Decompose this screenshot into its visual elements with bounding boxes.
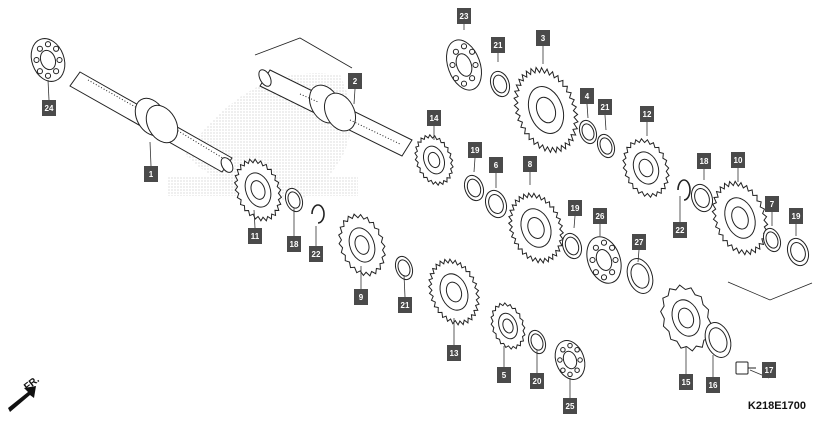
part-label-p3: 3	[536, 30, 550, 46]
bracket-line-top	[254, 37, 353, 69]
circlip-22a	[311, 204, 325, 224]
part-label-p13: 13	[447, 345, 461, 361]
bearing-25	[554, 340, 586, 380]
leader-line-p4	[586, 103, 589, 119]
leader-line-p11	[253, 209, 256, 229]
gear-12	[622, 137, 670, 199]
bracket-line-bottom	[727, 281, 813, 301]
part-label-p21a: 21	[398, 297, 412, 313]
part-label-p21c: 21	[598, 99, 612, 115]
bushing-4	[578, 119, 598, 145]
washer-19c	[786, 237, 810, 267]
leader-line-p19a	[473, 157, 476, 173]
gear-3	[513, 66, 579, 154]
gear-11	[233, 158, 283, 222]
sprocket-15	[660, 284, 712, 352]
gear-13	[427, 258, 481, 326]
drawing-code: K218E1700	[747, 400, 806, 412]
bushing-7	[762, 227, 782, 253]
bearing-24	[30, 38, 66, 82]
washer-19a	[463, 174, 485, 202]
plate-16	[704, 322, 732, 358]
part-label-p8: 8	[523, 156, 537, 172]
part-label-p19b: 19	[568, 200, 582, 216]
main-shaft	[69, 71, 234, 173]
bearing-27	[626, 258, 654, 294]
part-label-p23: 23	[457, 8, 471, 24]
part-label-p22b: 22	[673, 222, 687, 238]
part-label-p25: 25	[563, 398, 577, 414]
front-direction-arrow-icon	[8, 386, 36, 412]
washer-19b	[561, 232, 583, 260]
part-label-p5: 5	[497, 367, 511, 383]
parts-layer	[30, 38, 810, 380]
washer-21b	[489, 70, 511, 98]
leader-line-p21a	[403, 274, 406, 298]
leader-lines	[47, 24, 797, 398]
leader-line-p2	[353, 88, 356, 105]
part-label-p19c: 19	[789, 208, 803, 224]
gear-10	[711, 180, 769, 256]
bearing-23	[446, 39, 482, 91]
part-label-p19a: 19	[468, 142, 482, 158]
part-label-p17: 17	[762, 362, 776, 378]
part-label-p11: 11	[248, 228, 262, 244]
gear-8	[507, 191, 565, 265]
washer-21c	[596, 133, 616, 159]
washer-18b	[690, 183, 714, 213]
part-label-p20: 20	[530, 373, 544, 389]
leader-line-p1	[149, 141, 152, 167]
part-label-p18b: 18	[697, 153, 711, 169]
washer-21a	[394, 255, 414, 281]
part-label-p4: 4	[580, 88, 594, 104]
part-label-p6: 6	[489, 157, 503, 173]
countershaft	[258, 69, 413, 157]
gear-9	[338, 213, 386, 277]
part-label-p10: 10	[731, 152, 745, 168]
part-label-p18a: 18	[287, 236, 301, 252]
part-label-p14: 14	[427, 110, 441, 126]
part-label-p22a: 22	[309, 246, 323, 262]
part-label-p21b: 21	[491, 37, 505, 53]
part-label-p27: 27	[632, 234, 646, 250]
washer-18a	[284, 187, 304, 213]
leader-line-p21c	[604, 114, 607, 131]
leader-line-p19b	[573, 215, 576, 229]
part-label-p15: 15	[679, 374, 693, 390]
leader-line-p27	[637, 249, 640, 263]
part-label-p1: 1	[144, 166, 158, 182]
part-label-p12: 12	[640, 106, 654, 122]
part-label-p24: 24	[42, 100, 56, 116]
part-label-p16: 16	[706, 377, 720, 393]
gear-14	[414, 133, 454, 187]
bushing-6	[484, 189, 508, 219]
part-label-p7: 7	[765, 196, 779, 212]
bearing-26	[586, 236, 622, 284]
part-label-p9: 9	[354, 289, 368, 305]
part-label-p2: 2	[348, 73, 362, 89]
leader-line-p24	[47, 79, 50, 101]
bolt-17	[735, 361, 756, 375]
part-label-p26: 26	[593, 208, 607, 224]
circlip-22b	[677, 179, 691, 201]
washer-20	[527, 329, 547, 355]
gear-5	[490, 302, 526, 350]
